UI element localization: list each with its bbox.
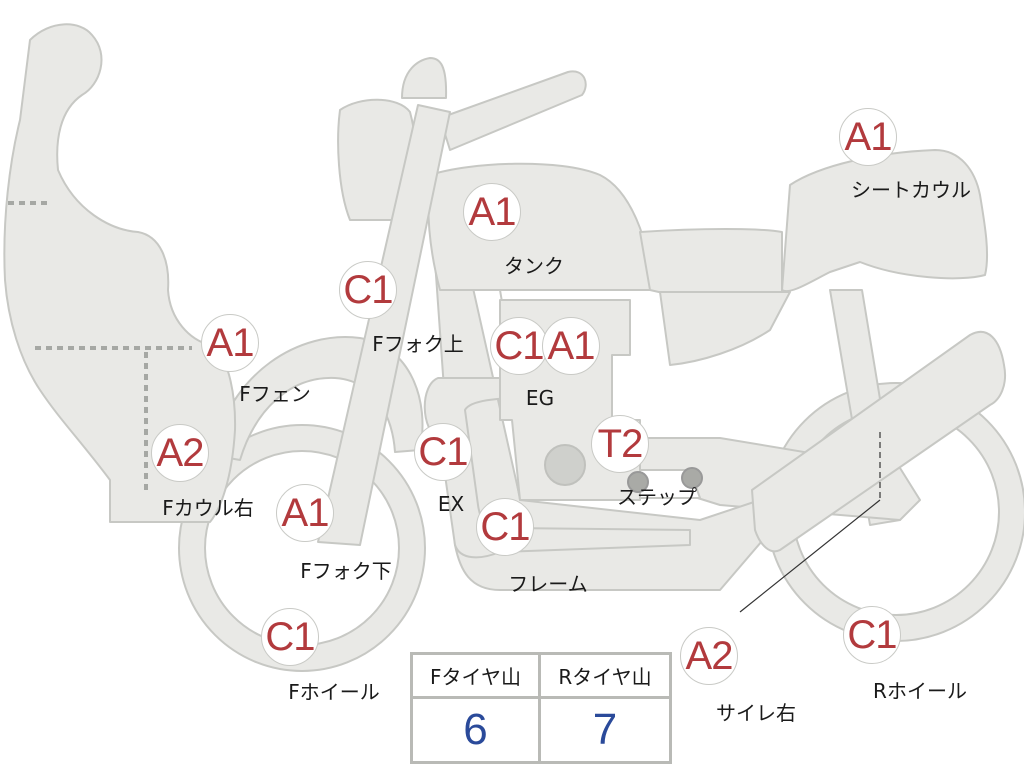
- part-marker-f-fender[interactable]: A1: [201, 314, 259, 372]
- part-label-step: ステップ: [617, 485, 697, 509]
- part-marker-seat-cowl[interactable]: A1: [839, 108, 897, 166]
- step-peg-left: [627, 471, 649, 493]
- part-marker-f-fork-lower[interactable]: A1: [276, 484, 334, 542]
- grade-text: C1: [418, 429, 468, 474]
- silencer-leader-line: [739, 499, 881, 613]
- grade-text: A1: [547, 323, 596, 368]
- grade-text: A1: [206, 320, 255, 365]
- seat-cowl-shape: [781, 149, 989, 293]
- part-label-f-wheel: Fホイール: [288, 680, 380, 704]
- part-label-tank: タンク: [504, 254, 564, 278]
- tire-tread-table: Fタイヤ山 Rタイヤ山 6 7: [410, 652, 672, 764]
- part-label-f-fender: Fフェン: [239, 382, 311, 406]
- grade-text: A2: [156, 430, 205, 475]
- part-marker-exhaust[interactable]: C1: [414, 423, 472, 481]
- part-marker-engine-c[interactable]: C1: [490, 317, 548, 375]
- part-label-frame: フレーム: [508, 572, 588, 596]
- part-marker-f-cowl-right[interactable]: A2: [151, 424, 209, 482]
- grade-text: C1: [494, 323, 544, 368]
- step-peg-right: [681, 467, 703, 489]
- part-marker-f-wheel[interactable]: C1: [261, 608, 319, 666]
- part-marker-silencer-right[interactable]: A2: [680, 627, 738, 685]
- part-label-engine: EG: [525, 386, 555, 410]
- part-marker-r-wheel[interactable]: C1: [843, 606, 901, 664]
- front-fork-shape: [317, 104, 451, 546]
- part-label-seat-cowl: シートカウル: [851, 178, 971, 202]
- rear-tire-tread-value: 7: [592, 705, 618, 754]
- grade-text: C1: [480, 504, 530, 549]
- part-marker-frame[interactable]: C1: [476, 498, 534, 556]
- front-tire-tread-header: Fタイヤ山: [413, 655, 541, 699]
- part-label-r-wheel: Rホイール: [873, 679, 967, 703]
- part-marker-engine-a[interactable]: A1: [542, 317, 600, 375]
- part-marker-tank[interactable]: A1: [463, 183, 521, 241]
- side-cover-shape: [659, 291, 791, 366]
- part-label-silencer-right: サイレ右: [716, 701, 796, 725]
- grade-text: A2: [685, 633, 734, 678]
- part-label-f-fork-lower: Fフォク下: [300, 559, 392, 583]
- grade-text: A1: [468, 189, 517, 234]
- handlebar-left: [401, 57, 448, 99]
- grade-text: C1: [343, 267, 393, 312]
- grade-text: A1: [281, 490, 330, 535]
- rear-tire-tread-header: Rタイヤ山: [541, 655, 669, 699]
- front-tire-tread-value: 6: [413, 699, 541, 761]
- grade-text: C1: [265, 614, 315, 659]
- silencer-shape: [751, 330, 1006, 553]
- handlebar-right: [439, 70, 587, 151]
- engine-cover: [544, 444, 586, 486]
- exhaust-pipe-shape: [423, 377, 691, 559]
- grade-text: C1: [847, 612, 897, 657]
- part-label-f-cowl-right: Fカウル右: [162, 496, 254, 520]
- part-marker-step[interactable]: T2: [591, 415, 649, 473]
- grade-text: T2: [597, 421, 644, 466]
- part-label-f-fork-upper: Fフォク上: [372, 332, 464, 356]
- grade-text: A1: [844, 114, 893, 159]
- part-label-exhaust: EX: [437, 492, 465, 516]
- part-marker-f-fork-upper[interactable]: C1: [339, 261, 397, 319]
